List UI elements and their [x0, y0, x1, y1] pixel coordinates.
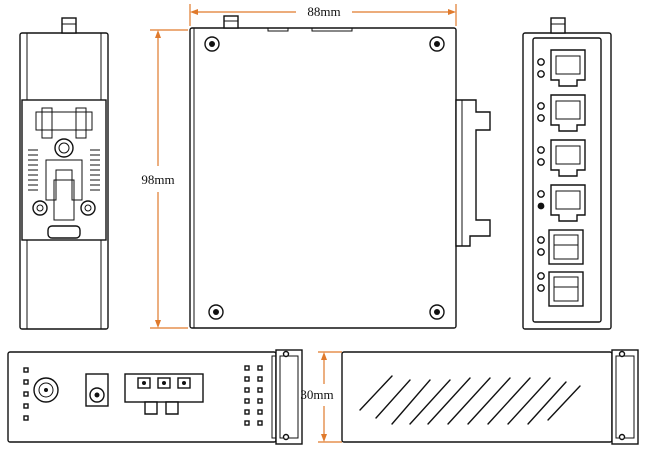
bottom-power-view: [7, 349, 303, 445]
rj45-port: [550, 49, 586, 87]
side-view: [189, 15, 491, 329]
sfp-port: [548, 229, 584, 265]
front-port-view: [522, 17, 612, 330]
left-side-view: [19, 17, 109, 330]
height-label: 98mm: [141, 172, 174, 187]
left-spring: [28, 149, 38, 191]
width-dimension: 88mm: [189, 4, 457, 26]
right-led-columns: [244, 365, 263, 426]
status-leds: [537, 58, 545, 292]
width-label: 88mm: [307, 4, 340, 19]
sfp-port: [548, 271, 584, 307]
right-spring: [90, 149, 100, 191]
height-dimension: 98mm: [141, 29, 188, 329]
rj45-port: [550, 139, 586, 177]
top-vent-view: [341, 349, 639, 445]
rj45-port: [550, 94, 586, 132]
rj45-port: [550, 184, 586, 222]
depth-label: 30mm: [300, 387, 333, 402]
vent-slots: [359, 375, 581, 425]
left-led-column: [23, 367, 29, 421]
depth-dimension: 30mm: [300, 351, 342, 443]
